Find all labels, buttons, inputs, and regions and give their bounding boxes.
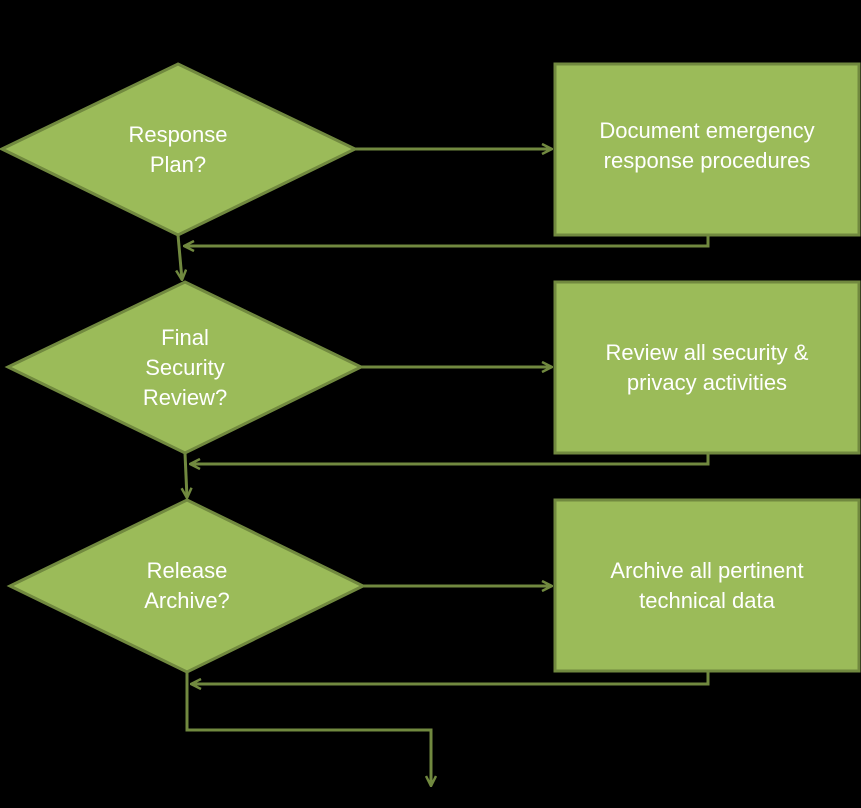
decision-diamond-final-security-review bbox=[4, 280, 365, 455]
connector-exit bbox=[185, 672, 431, 786]
connector-final-review-to-release-archive bbox=[185, 452, 187, 498]
action-box-archive-data bbox=[553, 498, 861, 673]
connector-document-return bbox=[184, 235, 710, 246]
action-box-document-procedures bbox=[553, 62, 861, 237]
decision-diamond-release-archive bbox=[6, 498, 367, 674]
decision-diamond-response-plan bbox=[0, 62, 359, 237]
action-box-review-activities bbox=[553, 280, 861, 455]
actions bbox=[553, 62, 861, 673]
connector-review-activities-return bbox=[190, 453, 710, 464]
decisions bbox=[0, 62, 367, 674]
connector-response-plan-to-final-review bbox=[178, 234, 182, 280]
connector-archive-data-return bbox=[191, 672, 710, 684]
connectors bbox=[178, 149, 710, 786]
